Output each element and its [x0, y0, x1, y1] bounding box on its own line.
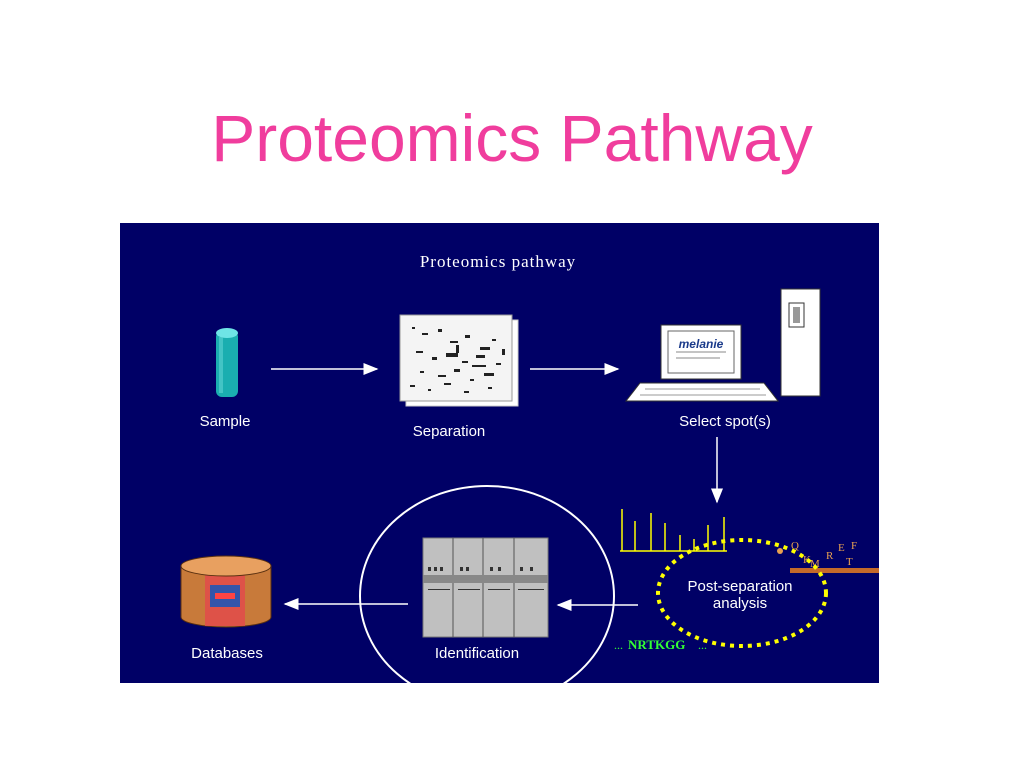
peptide-letter: E: [838, 542, 845, 554]
peptide-letter: F: [851, 540, 857, 552]
diagram-title: Proteomics pathway: [420, 252, 576, 271]
sequence-suffix: ...: [698, 638, 707, 652]
label-analysis: analysis: [713, 595, 767, 612]
diagram-canvas: Proteomics pathway Sample Separation: [180, 252, 879, 683]
peptide-letter: Q: [791, 540, 799, 552]
sequencer-instrument-icon: [422, 537, 549, 638]
sequence-prefix: ...: [614, 638, 623, 652]
sequence-text: NRTKGG: [628, 637, 685, 652]
peptide-letter: R: [826, 550, 834, 562]
separation-gel-icon: [399, 314, 519, 407]
peptide-letters: Q K M R E T F: [777, 540, 857, 570]
sample-tube-icon: [216, 328, 238, 397]
mass-spectrum-icon: [620, 509, 727, 552]
peptide-letter: M: [810, 558, 820, 570]
post-analysis-dotted-circle: [656, 538, 828, 648]
label-select-spots: Select spot(s): [679, 413, 771, 430]
label-separation: Separation: [413, 423, 486, 440]
identification-circle: [359, 485, 615, 683]
slide-title: Proteomics Pathway: [211, 101, 813, 175]
computer-icon: melanie: [624, 288, 821, 402]
peptide-bar: [790, 568, 879, 573]
peptide-letter: K: [803, 554, 811, 566]
proteomics-diagram: Proteomics pathway Sample Separation: [120, 223, 879, 683]
label-sample: Sample: [200, 413, 251, 430]
label-databases: Databases: [191, 645, 263, 662]
peptide-letter: T: [846, 556, 853, 568]
label-identification: Identification: [435, 645, 519, 662]
label-post-separation: Post-separation: [687, 578, 792, 595]
screen-logo: melanie: [679, 337, 724, 351]
database-cylinder-icon: [180, 555, 272, 628]
